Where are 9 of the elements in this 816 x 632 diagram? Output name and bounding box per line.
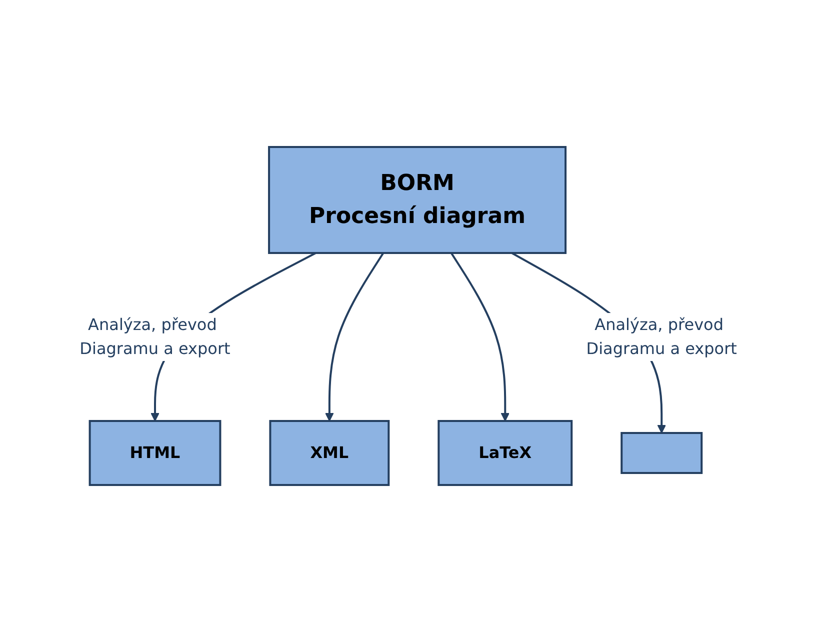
arrow xyxy=(324,252,384,422)
edge-label: Analýza, převod Diagramu a export xyxy=(79,314,230,358)
edge-label: Analýza, převod Diagramu a export xyxy=(586,314,737,358)
node-box: XML xyxy=(268,420,390,486)
node-box xyxy=(620,432,702,474)
node-box: HTML xyxy=(88,420,221,486)
arrow xyxy=(450,252,510,422)
node-box: LaTeX xyxy=(437,420,572,486)
node-box: BORM Procesní diagram xyxy=(268,146,566,254)
